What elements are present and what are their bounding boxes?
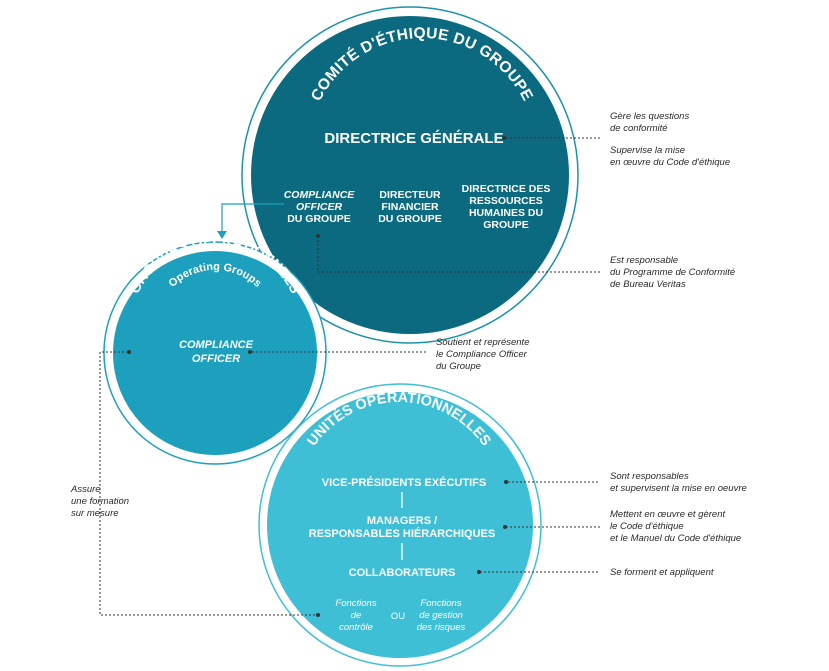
svg-text:COMPLIANCE: COMPLIANCE: [284, 189, 356, 201]
level-employees: COLLABORATEURS: [349, 567, 456, 579]
group-ethics-committee-circle: [251, 16, 569, 334]
svg-text:DU GROUPE: DU GROUPE: [287, 213, 351, 225]
leader-dot: [127, 350, 131, 354]
risk-functions-line: Fonctions: [420, 598, 461, 609]
functions-or: OU: [391, 611, 405, 622]
member-line: DIRECTRICE DES: [462, 183, 551, 195]
og-compliance-line: COMPLIANCE: [179, 339, 254, 351]
note-ceo-compliance: Gère les questions de conformité: [610, 111, 690, 134]
member-line: OFFICER: [296, 201, 342, 213]
member-line: DU GROUPE: [287, 213, 351, 225]
level-evp: VICE-PRÉSIDENTS EXÉCUTIFS: [322, 476, 486, 489]
member-line: HUMAINES DU: [469, 207, 543, 219]
committee-member-compliance-officer-group: COMPLIANCE OFFICER DU GROUPE: [284, 189, 356, 225]
member-line: FINANCIER: [381, 201, 439, 213]
delegation-arrow-head: [217, 231, 227, 239]
svg-text:HUMAINES DU: HUMAINES DU: [469, 207, 543, 219]
member-line: COMPLIANCE: [284, 189, 356, 201]
note-managers: Mettent en œuvre et gèrent le Code d'éth…: [610, 509, 742, 544]
leader-dot: [504, 480, 508, 484]
ceo-label: DIRECTRICE GÉNÉRALE: [324, 130, 503, 147]
note-compliance-group: Est responsable du Programme de Conformi…: [610, 255, 736, 290]
note-evp: Sont responsables et supervisent la mise…: [610, 471, 747, 494]
leader-dot: [502, 136, 506, 140]
group-ethics-committee-ring: [241, 6, 579, 344]
leader-dot: [248, 350, 252, 354]
svg-text:de gestion: de gestion: [419, 610, 463, 621]
leader-dot: [477, 570, 481, 574]
control-functions-line: Fonctions: [335, 598, 376, 609]
svg-text:DU GROUPE: DU GROUPE: [378, 213, 442, 225]
note-employees: Se forment et appliquent: [610, 567, 714, 578]
operating-groups-circle: [113, 251, 317, 455]
committee-member-hr-director: DIRECTRICE DES RESSOURCES HUMAINES DU GR…: [462, 183, 551, 231]
committee-member-cfo: DIRECTEUR FINANCIER DU GROUPE: [378, 189, 442, 225]
svg-text:RESSOURCES: RESSOURCES: [469, 195, 543, 207]
svg-text:Fonctions: Fonctions: [420, 598, 461, 609]
control-functions-line: contrôle: [339, 622, 373, 633]
svg-text:OFFICER: OFFICER: [296, 201, 342, 213]
risk-functions-line: des risques: [417, 622, 466, 633]
leader-dot: [316, 234, 320, 238]
svg-text:contrôle: contrôle: [339, 622, 373, 633]
operating-units-circle: [267, 392, 533, 658]
member-line: DIRECTEUR: [379, 189, 441, 201]
note-og-compliance: Soutient et représente le Compliance Off…: [436, 337, 530, 372]
delegation-arrow-line: [221, 203, 284, 233]
og-compliance-line: OFFICER: [192, 353, 240, 365]
svg-text:FINANCIER: FINANCIER: [381, 201, 439, 213]
risk-functions-line: de gestion: [419, 610, 463, 621]
svg-text:Fonctions: Fonctions: [335, 598, 376, 609]
svg-text:OFFICER: OFFICER: [192, 353, 240, 365]
level-managers-line: MANAGERS /: [367, 515, 437, 527]
member-line: GROUPE: [483, 219, 529, 231]
svg-text:DIRECTRICE DES: DIRECTRICE DES: [462, 183, 551, 195]
note-ceo-code: Supervise la mise en œuvre du Code d'éth…: [610, 145, 731, 168]
level-managers-line: RESPONSABLES HIÉRARCHIQUES: [309, 527, 495, 540]
svg-text:DIRECTEUR: DIRECTEUR: [379, 189, 441, 201]
leader-dot: [503, 525, 507, 529]
note-training: Assure une formation sur mesure: [71, 484, 130, 519]
leader-dot: [316, 613, 320, 617]
svg-text:COMPLIANCE: COMPLIANCE: [179, 339, 254, 351]
member-line: DU GROUPE: [378, 213, 442, 225]
svg-text:GROUPE: GROUPE: [483, 219, 529, 231]
leader-compliance-group: [317, 236, 600, 273]
leader-training: [99, 351, 318, 616]
control-functions-line: de: [351, 610, 362, 621]
svg-text:de: de: [351, 610, 362, 621]
member-line: RESSOURCES: [469, 195, 543, 207]
svg-text:des risques: des risques: [417, 622, 466, 633]
